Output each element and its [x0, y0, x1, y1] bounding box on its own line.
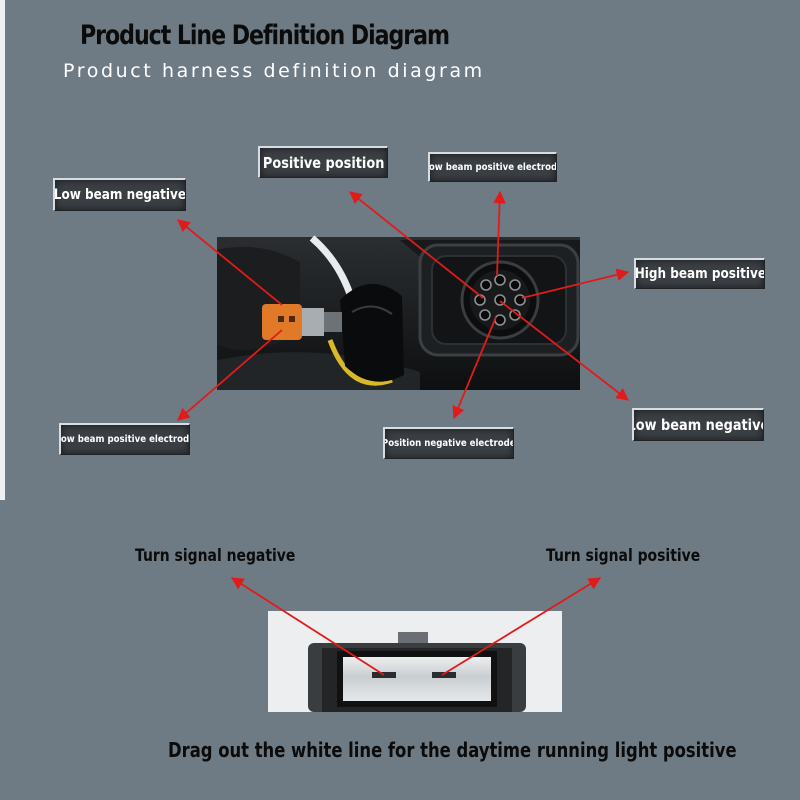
arrow-high-beam-positive: [521, 268, 630, 299]
page-title: Product Line Definition Diagram: [80, 20, 450, 51]
arrow-low-beam-negative-left: [177, 219, 283, 306]
callout-high-beam-positive: High beam positive: [634, 258, 765, 289]
headlight-connector-photo: [217, 235, 580, 390]
turn-signal-positive-label: Turn signal positive: [546, 546, 701, 566]
left-edge-strip: [0, 0, 5, 500]
callout-position-negative-electrode: Position negative electrode: [383, 427, 514, 459]
arrow-position-negative-electrode: [452, 316, 497, 420]
page-subtitle: Product harness definition diagram: [63, 60, 485, 82]
callout-positive-position: Positive position: [258, 146, 388, 178]
arrow-low-beam-positive-electrode-left: [177, 329, 283, 421]
daytime-running-light-note: Drag out the white line for the daytime …: [168, 738, 737, 762]
callout-low-beam-positive-electrode-left: Low beam positive electrode: [59, 423, 190, 455]
turn-signal-connector-photo: [268, 611, 562, 712]
arrow-turn-signal-negative: [230, 577, 385, 676]
arrow-low-beam-positive-electrode-top: [493, 190, 506, 277]
callout-arrows: [177, 190, 630, 676]
turn-signal-negative-label: Turn signal negative: [135, 546, 296, 566]
arrow-low-beam-negative-right: [499, 300, 629, 401]
callout-low-beam-negative-right: Low beam negative: [632, 408, 764, 441]
arrow-positive-position: [349, 191, 484, 299]
arrow-turn-signal-positive: [441, 577, 602, 676]
callout-low-beam-negative-left: Low beam negative: [53, 178, 186, 211]
callout-low-beam-positive-electrode-top: Low beam positive electrode: [428, 152, 557, 182]
